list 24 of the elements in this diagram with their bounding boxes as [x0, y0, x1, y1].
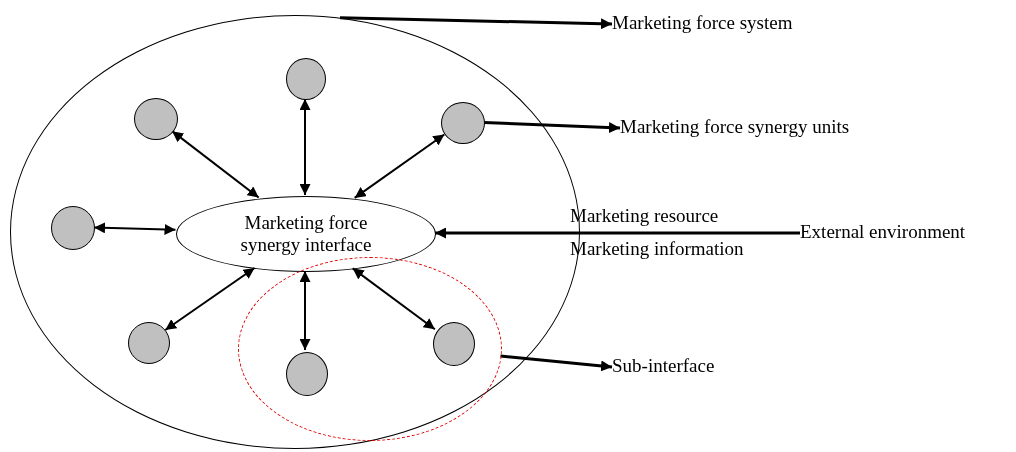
double-arrow — [353, 133, 446, 199]
leader-arrow — [435, 227, 800, 239]
double-arrow — [164, 267, 256, 331]
leader-arrow — [483, 120, 621, 134]
unit-circle — [433, 322, 475, 366]
double-arrow — [93, 222, 177, 235]
unit-circle — [286, 58, 326, 100]
leader-arrow — [339, 16, 613, 30]
double-arrow — [299, 98, 311, 196]
leader-arrow — [500, 354, 613, 372]
double-arrow — [171, 130, 260, 199]
unit-circle — [441, 102, 485, 144]
unit-circle — [51, 206, 95, 250]
callout-label: Sub-interface — [612, 355, 752, 379]
callout-label: Marketing force system — [612, 12, 842, 36]
unit-circle — [134, 98, 178, 140]
double-arrow — [299, 270, 311, 351]
unit-circle — [286, 352, 328, 396]
callout-label: Marketing force synergy units — [620, 116, 910, 140]
callout-label: External environment — [800, 221, 1010, 245]
double-arrow — [351, 267, 436, 331]
unit-circle — [128, 322, 170, 364]
interface-ellipse: Marketing force synergy interface — [176, 196, 436, 272]
flow-label: Marketing information — [570, 238, 744, 260]
